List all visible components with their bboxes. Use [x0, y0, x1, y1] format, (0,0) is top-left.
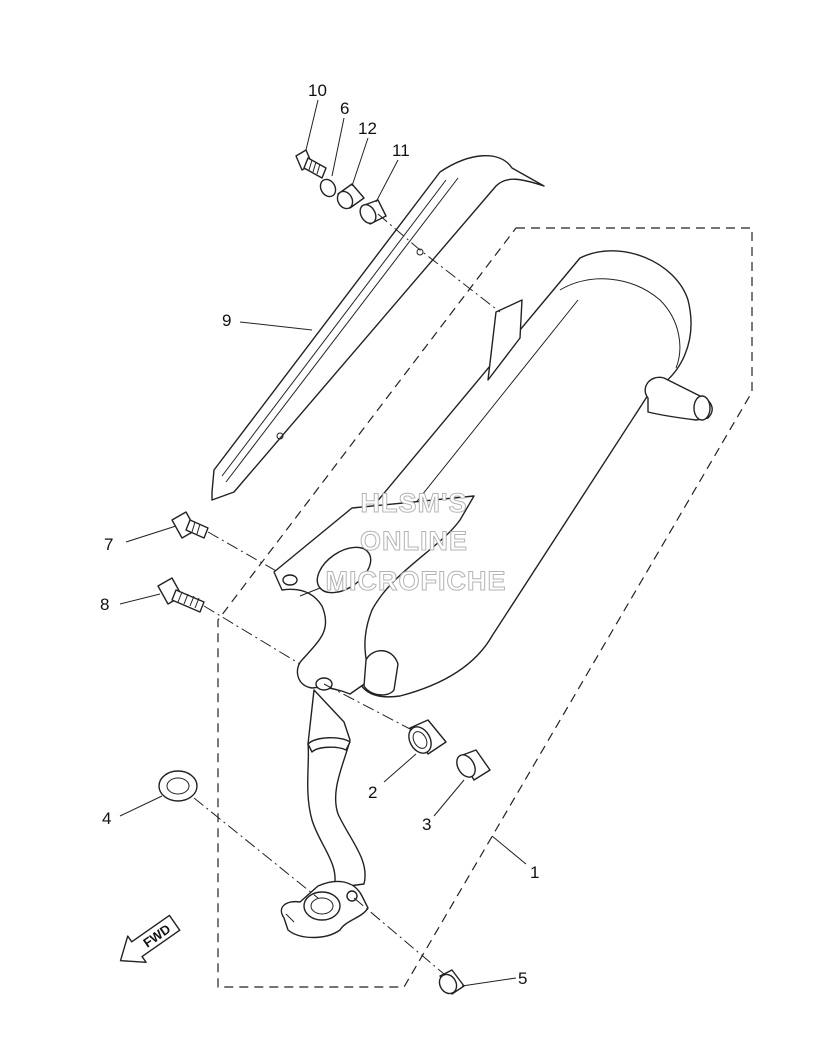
callout-1: 1	[530, 863, 539, 882]
callout-8: 8	[100, 595, 109, 614]
alignment-line-10	[377, 213, 501, 313]
callout-2: 2	[368, 783, 377, 802]
forward-arrow-icon: FWD	[119, 914, 181, 963]
bolt-8	[157, 577, 205, 613]
washer-6	[319, 178, 337, 198]
callout-10: 10	[308, 81, 327, 100]
alignment-line-7	[207, 531, 279, 573]
assembly-boundary-outline	[217, 227, 753, 988]
bolt-10	[295, 149, 327, 179]
callout-12: 12	[358, 119, 377, 138]
gasket-4	[158, 770, 198, 802]
watermark-line-3: MICROFICHE	[326, 566, 507, 596]
bolt-7	[171, 511, 209, 539]
callout-9: 9	[222, 311, 231, 330]
callout-4: 4	[102, 809, 111, 828]
callout-5: 5	[518, 969, 527, 988]
alignment-line-2	[323, 683, 413, 731]
grommet-11	[359, 199, 387, 225]
collar-12	[336, 183, 365, 210]
watermark-line-2: ONLINE	[360, 526, 468, 556]
callout-11: 11	[392, 141, 410, 160]
muffler	[273, 250, 713, 939]
collar-3	[456, 749, 491, 781]
gasket-2	[408, 719, 447, 755]
heat-protector	[211, 155, 545, 501]
alignment-line-8	[203, 605, 301, 665]
nut-5	[438, 969, 465, 995]
callout-7: 7	[104, 535, 113, 554]
watermark-line-1: HLSM'S	[361, 488, 468, 518]
callout-3: 3	[422, 815, 431, 834]
callout-6: 6	[340, 99, 349, 118]
alignment-line-4	[193, 797, 319, 899]
leader-lines	[119, 99, 527, 987]
alignment-line-5	[353, 897, 445, 975]
watermark: HLSM'S ONLINE MICROFICHE	[325, 488, 507, 597]
